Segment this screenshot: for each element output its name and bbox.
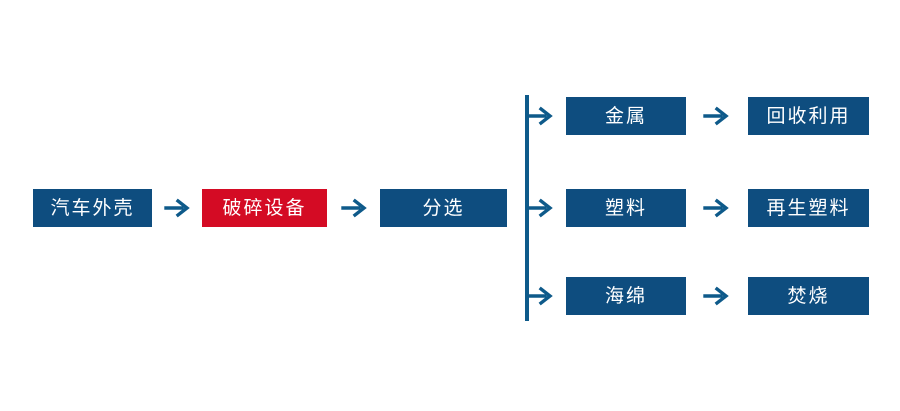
arrow-metal-to-output [703,103,731,129]
node-source[interactable]: 汽车外壳 [33,189,152,227]
node-sponge-label: 海绵 [604,285,647,307]
node-crusher[interactable]: 破碎设备 [202,189,327,227]
node-plastic-label: 塑料 [604,197,647,219]
node-crusher-label: 破碎设备 [222,197,307,219]
arrow-source-to-crusher [164,195,192,221]
arrow-crusher-to-sorting [341,195,369,221]
node-sorting-label: 分选 [422,197,465,219]
arrow-plastic-to-output [703,195,731,221]
arrow-branch-to-metal [527,103,555,129]
node-sponge[interactable]: 海绵 [566,277,686,315]
node-metal-output-label: 回收利用 [766,105,851,127]
node-plastic-output[interactable]: 再生塑料 [748,189,869,227]
node-metal-output[interactable]: 回收利用 [748,97,869,135]
node-metal[interactable]: 金属 [566,97,686,135]
arrow-branch-to-sponge [527,283,555,309]
node-sponge-output-label: 焚烧 [787,285,830,307]
node-plastic[interactable]: 塑料 [566,189,686,227]
arrow-sponge-to-output [703,283,731,309]
node-metal-label: 金属 [604,105,647,127]
arrow-branch-to-plastic [527,195,555,221]
node-sorting[interactable]: 分选 [380,189,507,227]
node-sponge-output[interactable]: 焚烧 [748,277,869,315]
node-plastic-output-label: 再生塑料 [766,197,851,219]
node-source-label: 汽车外壳 [50,197,135,219]
